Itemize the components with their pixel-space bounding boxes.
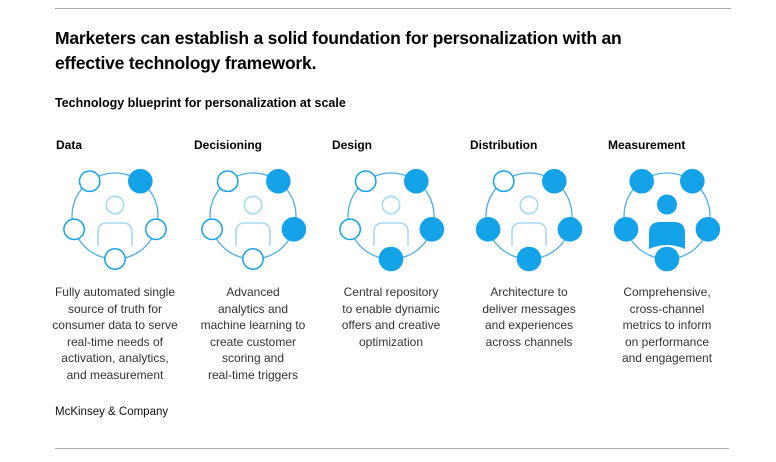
column-description: Fully automated single source of truth f… (52, 285, 178, 382)
column-header: Design (332, 138, 373, 152)
column-header: Data (56, 138, 83, 152)
column-header: Distribution (470, 138, 538, 152)
bottom-divider (55, 448, 729, 449)
column-description: Advanced analytics and machine learning … (200, 285, 306, 382)
column-header: Decisioning (194, 138, 263, 152)
column-description: Architecture to deliver messages and exp… (482, 285, 576, 349)
mckinsey-logo-text: McKinsey & Company (55, 406, 169, 418)
person-circle-network-icon (613, 168, 721, 272)
framework-columns: Data Fully automated single source of tr… (46, 138, 736, 383)
top-divider (55, 8, 731, 9)
column-distribution: Distribution Architecture to deliver mes… (460, 138, 598, 383)
column-description: Central repository to enable dynamic off… (341, 285, 441, 349)
column-description: Comprehensive, cross-channel metrics to … (621, 285, 713, 365)
person-circle-network-icon (475, 168, 583, 272)
column-design: Design Central repository to enable dyna… (322, 138, 460, 383)
page-title: Marketers can establish a solid foundati… (55, 28, 622, 73)
column-header: Measurement (608, 138, 686, 152)
column-decisioning: Decisioning Advanced analytics and machi… (184, 138, 322, 383)
column-measurement: Measurement Comprehensive, cross-channel… (598, 138, 736, 383)
person-circle-network-icon (339, 168, 445, 272)
exhibit-subtitle: Technology blueprint for personalization… (55, 96, 346, 110)
person-circle-network-icon (63, 168, 167, 270)
column-data: Data Fully automated single source of tr… (46, 138, 184, 383)
person-circle-network-icon (201, 168, 307, 270)
